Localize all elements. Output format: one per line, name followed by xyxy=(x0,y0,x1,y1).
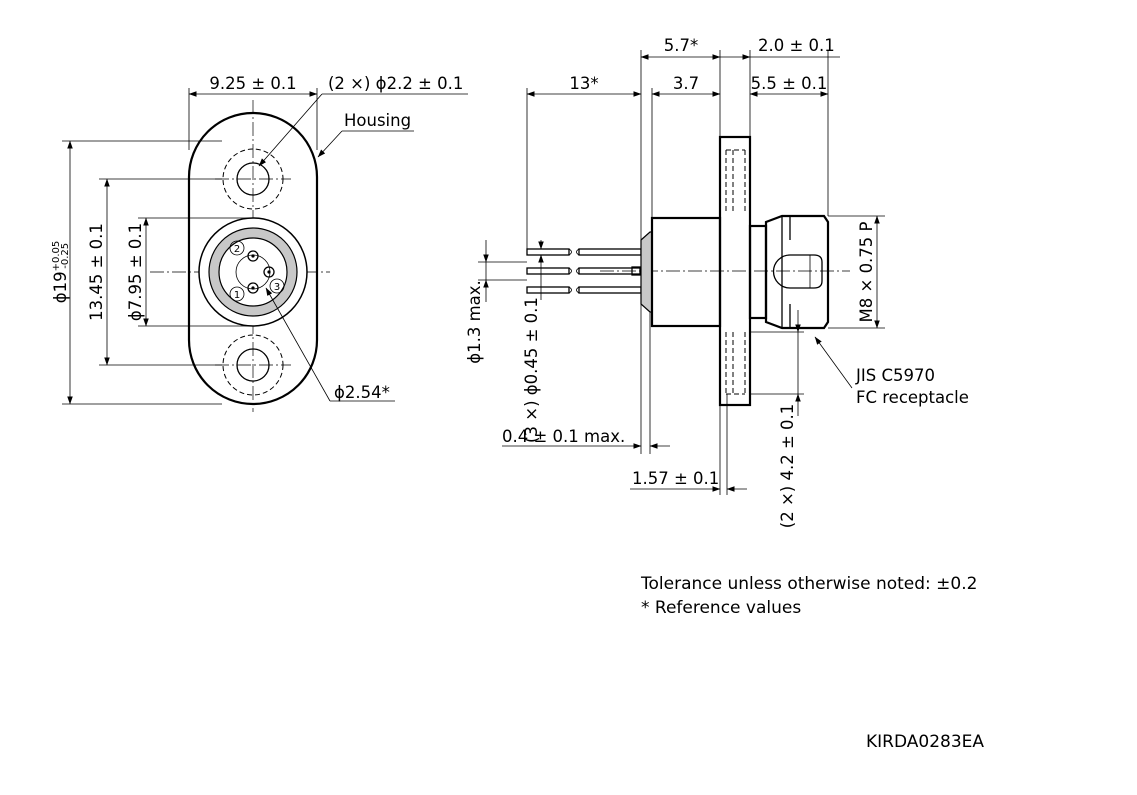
body-length-dimension: 3.7 xyxy=(673,74,699,93)
reference-note: * Reference values xyxy=(641,598,801,618)
flange-hidden-holes xyxy=(725,149,746,395)
pin-2-label: 2 xyxy=(234,244,240,255)
lead-diameter-dimension: (3 ×) ϕ0.45 ± 0.1 xyxy=(522,297,541,443)
pin-3-label: 3 xyxy=(274,282,280,293)
receptacle-type-label: FC receptacle xyxy=(856,388,969,407)
receptacle-key xyxy=(772,254,823,289)
stem-base xyxy=(640,231,653,313)
receptacle-neck xyxy=(748,224,768,320)
pin-3-badge xyxy=(269,278,285,294)
overall-diameter-dimension: ϕ19+0.05-0.25 xyxy=(51,241,71,304)
window-inner xyxy=(218,237,288,307)
receptacle-length-dimension: 5.5 ± 0.1 xyxy=(751,74,828,93)
pin-2 xyxy=(247,250,259,262)
receptacle-standard-label: JIS C5970 xyxy=(855,366,935,385)
top-dimension-b: 2.0 ± 0.1 xyxy=(758,36,835,55)
side-view: 5.7* 2.0 ± 0.1 13* 3.7 5.5 ± 0.1 M8 × 0.… xyxy=(465,36,969,528)
housing-label: Housing xyxy=(344,111,411,130)
mount-hole-top xyxy=(236,162,270,196)
pin-1 xyxy=(247,282,259,294)
front-view: 1 2 3 9.25 ± 0.1 (2 ×) ϕ2.2 ± 0.1 Housin… xyxy=(51,74,468,412)
top-dimension-a: 5.7* xyxy=(664,36,699,55)
housing-outline xyxy=(187,111,319,406)
hole-diameter-dimension: (2 ×) ϕ2.2 ± 0.1 xyxy=(328,74,463,93)
flange-diameter-dimension: ϕ7.95 ± 0.1 xyxy=(126,223,145,321)
tolerance-note: Tolerance unless otherwise noted: ±0.2 xyxy=(640,574,977,594)
pin-1-badge xyxy=(229,286,245,302)
pin-circle-dimension: ϕ2.54* xyxy=(334,383,390,402)
pin-1-label: 1 xyxy=(234,290,240,301)
mount-hole-bottom-clearance xyxy=(222,334,284,396)
flange-thickness-dimension: 1.57 ± 0.1 xyxy=(632,469,719,488)
width-dimension: 9.25 ± 0.1 xyxy=(209,74,296,93)
lead-length-dimension: 13* xyxy=(569,74,598,93)
stub-dimension: 0.4 ± 0.1 max. xyxy=(502,427,625,446)
hole-pitch-dimension: 13.45 ± 0.1 xyxy=(87,223,106,321)
mount-hole-top-clearance xyxy=(222,148,284,210)
mount-hole-dimension: (2 ×) 4.2 ± 0.1 xyxy=(778,404,797,528)
drawing-id: KIRDA0283EA xyxy=(866,732,984,752)
thread-dimension: M8 × 0.75 P xyxy=(857,221,876,322)
pin-2-badge xyxy=(229,240,245,256)
mount-hole-bottom xyxy=(236,348,270,382)
pin-3 xyxy=(263,266,275,278)
body xyxy=(650,216,722,328)
lead-max-dimension: ϕ1.3 max. xyxy=(465,280,484,364)
receptacle-thread xyxy=(764,214,830,330)
